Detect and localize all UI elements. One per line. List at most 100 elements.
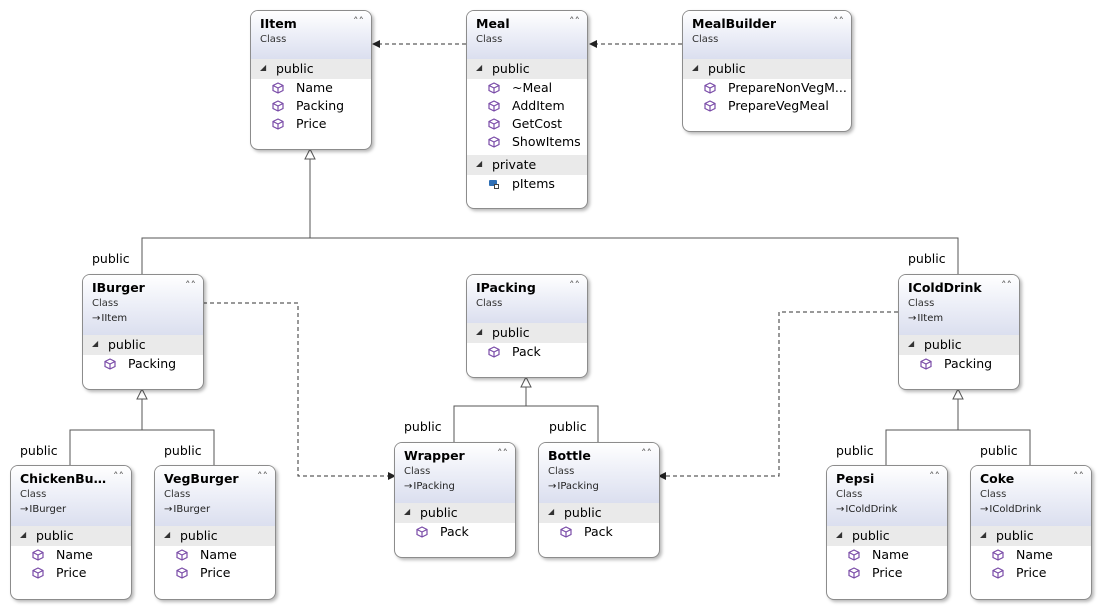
collapse-chevron-icon[interactable]: ˄˄ (353, 15, 364, 28)
member-item[interactable]: Price (251, 115, 371, 133)
assoc-line-iburger-wrapper (203, 302, 388, 477)
member-item[interactable]: Price (11, 564, 131, 582)
member-item[interactable]: Pack (467, 343, 587, 361)
expand-triangle-icon[interactable]: ◢ (476, 327, 483, 336)
inherit-line-bottle (526, 405, 599, 442)
section-header-public[interactable]: ◢public (83, 335, 203, 355)
expand-triangle-icon[interactable]: ◢ (980, 530, 987, 539)
section-header-public[interactable]: ◢public (899, 335, 1019, 355)
section-header-public[interactable]: ◢public (683, 59, 851, 79)
member-icon (488, 100, 500, 112)
assoc-arrow-wrapper (388, 472, 396, 480)
expand-triangle-icon[interactable]: ◢ (404, 507, 411, 516)
member-item[interactable]: Name (251, 79, 371, 97)
member-icon (272, 100, 284, 112)
class-name: IPacking (476, 280, 536, 295)
member-item[interactable]: Packing (899, 355, 1019, 373)
collapse-chevron-icon[interactable]: ˄˄ (641, 447, 652, 460)
class-name: VegBurger (164, 471, 239, 486)
inherit-label-coke: public (980, 443, 1018, 458)
class-stereotype: Class (476, 34, 503, 45)
inherits-arrow-icon: → (908, 313, 917, 324)
member-icon (560, 526, 572, 538)
collapse-chevron-icon[interactable]: ˄˄ (833, 15, 844, 28)
assoc-arrow-iitem (372, 40, 380, 48)
expand-triangle-icon[interactable]: ◢ (20, 530, 27, 539)
member-item[interactable]: PrepareNonVegM... (683, 79, 851, 97)
section-header-public[interactable]: ◢public (971, 526, 1091, 546)
collapse-chevron-icon[interactable]: ˄˄ (497, 447, 508, 460)
section-header-public[interactable]: ◢public (467, 59, 587, 79)
collapse-chevron-icon[interactable]: ˄˄ (113, 470, 124, 483)
expand-triangle-icon[interactable]: ◢ (836, 530, 843, 539)
expand-triangle-icon[interactable]: ◢ (476, 159, 483, 168)
section-header-private[interactable]: ◢private (467, 155, 587, 175)
inherit-line-coke (958, 429, 1031, 465)
member-item[interactable]: PrepareVegMeal (683, 97, 851, 115)
section-header-public[interactable]: ◢public (155, 526, 275, 546)
member-item[interactable]: Packing (83, 355, 203, 373)
section-header-public[interactable]: ◢public (827, 526, 947, 546)
inherit-arrow-iburger (136, 387, 148, 400)
expand-triangle-icon[interactable]: ◢ (260, 63, 267, 72)
expand-triangle-icon[interactable]: ◢ (476, 63, 483, 72)
base-class-ref: →IPacking (404, 481, 455, 492)
member-item[interactable]: Packing (251, 97, 371, 115)
expand-triangle-icon[interactable]: ◢ (548, 507, 555, 516)
class-name: MealBuilder (692, 16, 777, 31)
expand-triangle-icon[interactable]: ◢ (164, 530, 171, 539)
collapse-chevron-icon[interactable]: ˄˄ (929, 470, 940, 483)
member-icon (272, 118, 284, 130)
member-item[interactable]: ~Meal (467, 79, 587, 97)
member-icon (992, 549, 1004, 561)
member-item[interactable]: GetCost (467, 115, 587, 133)
inherits-arrow-icon: → (548, 481, 557, 492)
member-item[interactable]: Name (827, 546, 947, 564)
collapse-chevron-icon[interactable]: ˄˄ (185, 279, 196, 292)
section-header-public[interactable]: ◢public (395, 503, 515, 523)
member-item[interactable]: ShowItems (467, 133, 587, 151)
member-item[interactable]: Price (827, 564, 947, 582)
inherit-line-vegburger (142, 429, 215, 465)
member-item[interactable]: pItems (467, 175, 587, 193)
member-item[interactable]: Price (971, 564, 1091, 582)
member-item[interactable]: AddItem (467, 97, 587, 115)
section-header-public[interactable]: ◢public (539, 503, 659, 523)
class-stereotype: Class (476, 298, 503, 309)
collapse-chevron-icon[interactable]: ˄˄ (257, 470, 268, 483)
class-name: Wrapper (404, 448, 465, 463)
member-item[interactable]: Name (971, 546, 1091, 564)
inherit-label-icolddrink: public (908, 251, 946, 266)
expand-triangle-icon[interactable]: ◢ (92, 339, 99, 348)
inherit-label-wrapper: public (404, 419, 442, 434)
expand-triangle-icon[interactable]: ◢ (908, 339, 915, 348)
member-item[interactable]: Price (155, 564, 275, 582)
member-icon (488, 118, 500, 130)
member-item[interactable]: Pack (395, 523, 515, 541)
section-header-public[interactable]: ◢public (467, 323, 587, 343)
collapse-chevron-icon[interactable]: ˄˄ (569, 279, 580, 292)
section-header-public[interactable]: ◢public (251, 59, 371, 79)
expand-triangle-icon[interactable]: ◢ (692, 63, 699, 72)
member-item[interactable]: Name (155, 546, 275, 564)
member-item[interactable]: Name (11, 546, 131, 564)
section-header-public[interactable]: ◢public (11, 526, 131, 546)
collapse-chevron-icon[interactable]: ˄˄ (1001, 279, 1012, 292)
member-item[interactable]: Pack (539, 523, 659, 541)
collapse-chevron-icon[interactable]: ˄˄ (1073, 470, 1084, 483)
collapse-chevron-icon[interactable]: ˄˄ (569, 15, 580, 28)
